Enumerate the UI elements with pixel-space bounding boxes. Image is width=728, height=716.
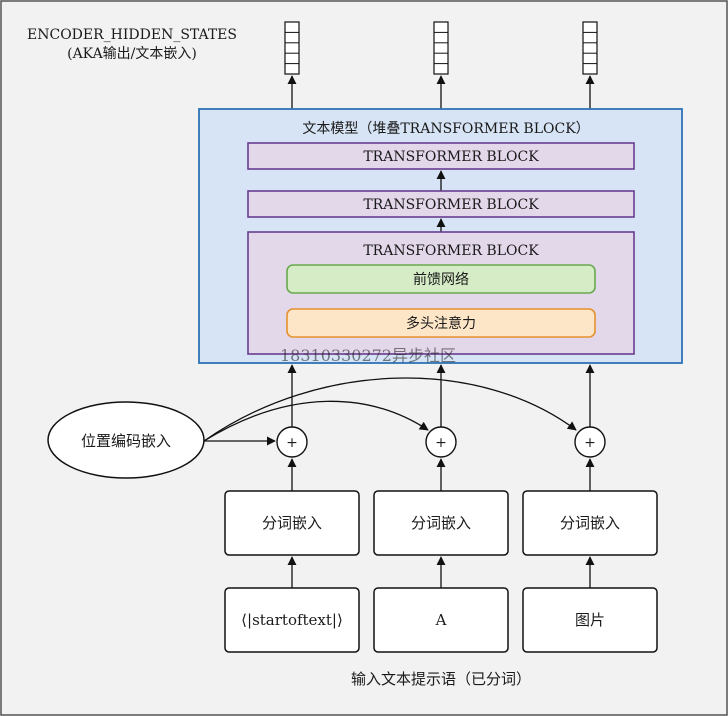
- token-embedding-label-1: 分词嵌入: [262, 514, 322, 532]
- text-model-title: 文本模型（堆叠TRANSFORMER BLOCK）: [302, 121, 589, 137]
- transformer-block-middle-label: TRANSFORMER BLOCK: [363, 197, 539, 213]
- transformer-block-middle: [247, 190, 635, 218]
- output-vector-2: [433, 21, 449, 75]
- token-label-3: 图片: [575, 611, 605, 629]
- plus-node-1: +: [276, 426, 308, 458]
- transformer-block-top-label: TRANSFORMER BLOCK: [363, 149, 539, 165]
- plus-node-2: +: [425, 426, 457, 458]
- svg-text:+: +: [435, 435, 447, 451]
- svg-text:+: +: [584, 435, 596, 451]
- svg-text:+: +: [286, 435, 298, 451]
- positional-embedding-label: 位置编码嵌入: [81, 432, 171, 450]
- token-box-3: [522, 587, 658, 653]
- output-vector-1: [284, 21, 300, 75]
- transformer-block-bottom-label: TRANSFORMER BLOCK: [363, 243, 539, 259]
- token-embedding-box-3: [522, 490, 658, 556]
- token-embedding-box-1: [224, 490, 360, 556]
- feed-forward-label: 前馈网络: [413, 271, 469, 288]
- positional-embedding-node: [47, 401, 205, 479]
- token-box-2: [373, 587, 509, 653]
- multi-head-attention-label: 多头注意力: [406, 315, 476, 332]
- output-label-line1: ENCODER_HIDDEN_STATES: [27, 27, 237, 43]
- token-embedding-box-2: [373, 490, 509, 556]
- token-label-1: ⟨|startoftext|⟩: [241, 611, 343, 629]
- token-box-1: [224, 587, 360, 653]
- watermark: 18310330272异步社区: [280, 346, 456, 365]
- output-label-line2: (AKA输出/文本嵌入): [67, 46, 197, 62]
- arrow-pos-to-plus2: [203, 400, 429, 442]
- token-embedding-label-3: 分词嵌入: [560, 514, 620, 532]
- output-vector-3: [582, 21, 598, 75]
- feed-forward-box: [286, 264, 596, 294]
- transformer-block-top: [247, 142, 635, 170]
- input-caption: 输入文本提示语（已分词）: [351, 670, 531, 688]
- multi-head-attention-box: [286, 308, 596, 338]
- plus-node-3: +: [574, 426, 606, 458]
- token-label-2: A: [435, 611, 447, 629]
- arrow-pos-to-plus3: [203, 377, 577, 442]
- token-embedding-label-2: 分词嵌入: [411, 514, 471, 532]
